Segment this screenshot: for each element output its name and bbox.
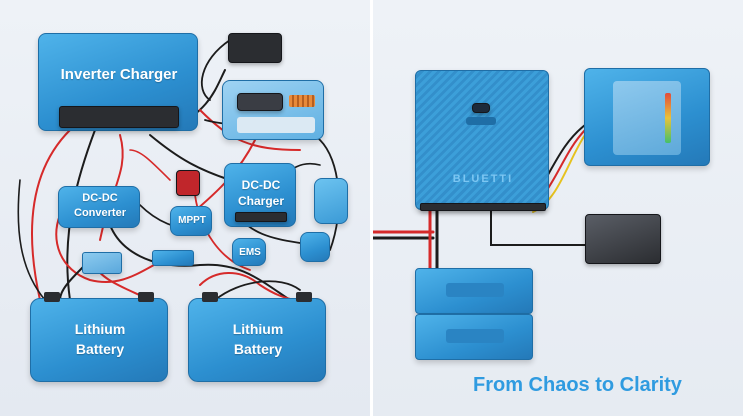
busbar-module [82, 252, 122, 274]
brand-logo: BLUETTI [452, 173, 514, 185]
fuse-block [152, 250, 194, 266]
ems-label: EMS [239, 247, 261, 258]
battery1-label-line1: Lithium [74, 321, 126, 337]
dcdc-charger-terminals [235, 212, 287, 222]
dcdc-converter: DC-DC Converter [58, 186, 140, 228]
clarity-panel: BLUETTI [373, 0, 743, 416]
battery1-terminal-neg [44, 292, 60, 302]
monitor-indicator [289, 95, 315, 107]
dcdc-converter-label-line1: DC-DC [82, 192, 118, 204]
inverter-terminal-strip [59, 106, 179, 128]
breaker-switch [176, 170, 200, 196]
tagline: From Chaos to Clarity [473, 374, 682, 396]
battery2-label-line1: Lithium [232, 321, 284, 337]
battery-monitor [222, 80, 324, 140]
battery2-terminal-pos [296, 292, 312, 302]
dcdc-charger-label-line2: Charger [237, 194, 284, 208]
inverter-charger: Inverter Charger [38, 33, 198, 131]
inverter-label: Inverter Charger [60, 66, 178, 83]
bluetti-unit: BLUETTI [415, 70, 549, 211]
relay-module [300, 232, 330, 262]
lithium-battery-1: Lithium Battery [30, 298, 168, 382]
system-monitor [584, 68, 710, 166]
chaos-panel: Inverter Charger DC-DC Converter DC-DC C… [0, 0, 370, 416]
remote-display [585, 214, 661, 264]
battery-stack-bottom [415, 314, 533, 360]
unit-buttons [466, 117, 496, 125]
battery-top-handle [446, 283, 504, 297]
unit-base [420, 203, 546, 211]
dcdc-charger: DC-DC Charger [224, 163, 296, 227]
dcdc-converter-label-line2: Converter [74, 207, 126, 219]
monitor-screen [237, 93, 283, 111]
ems-module: EMS [232, 238, 266, 266]
battery1-label-line2: Battery [75, 341, 125, 357]
dcdc-charger-label-line1: DC-DC [241, 178, 281, 192]
battery-bottom-handle [446, 329, 504, 343]
solar-module [314, 178, 348, 224]
unit-display [472, 103, 490, 113]
remote-panel [228, 33, 282, 63]
monitor-panel [237, 117, 315, 133]
monitor-level-bar [665, 93, 671, 143]
mppt-controller: MPPT [170, 206, 212, 236]
mppt-label: MPPT [178, 215, 206, 226]
panel-divider [370, 0, 373, 416]
battery1-terminal-pos [138, 292, 154, 302]
battery2-label-line2: Battery [233, 341, 283, 357]
lithium-battery-2: Lithium Battery [188, 298, 326, 382]
battery-stack-top [415, 268, 533, 314]
battery2-terminal-neg [202, 292, 218, 302]
